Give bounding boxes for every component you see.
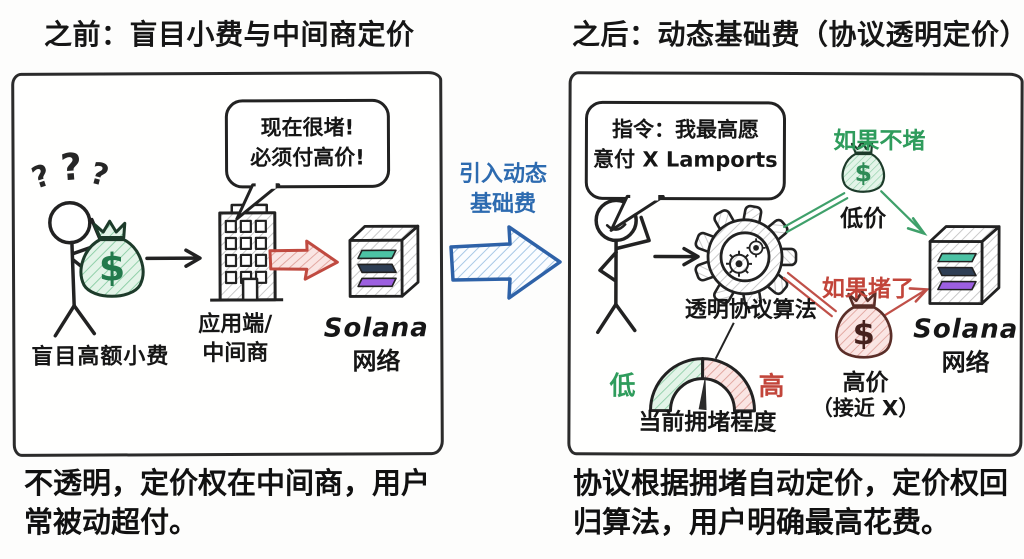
transition-label: 引入动态 基础费 [438,160,568,219]
solana-cube-icon [348,224,420,298]
user-instruction-quote: 指令：我最高愿 意付 X Lamports [586,114,784,176]
instruction-line2: 意付 X Lamports [593,147,778,173]
low-price-label: 低价 [840,206,887,233]
middleman-label-line2: 中间商 [202,340,269,366]
before-title: 之前：盲目小费与中间商定价 [44,18,415,51]
gauge-high-label: 高 [758,371,785,402]
solana-label-line2: 网络 [352,347,401,376]
transition-label-line1: 引入动态 [458,162,547,187]
middleman-label-line1: 应用端/ [198,311,273,338]
solana-network-label: Solana 网络 [321,312,431,377]
gauge-low-label: 低 [609,371,636,402]
arrow-user-to-algorithm-icon [653,246,700,267]
uncongested-path-lines [783,190,928,236]
uncongested-condition-label: 如果不堵 [833,128,926,155]
solana-network-label: Solana 网络 [911,313,1021,378]
algorithm-gear-icon [694,204,798,309]
dollar-sign: $ [853,314,875,352]
solana-cube-icon [928,225,1001,306]
after-footer-line2: 归算法，用户明确最高花费。 [573,505,951,540]
before-footer-line2: 常被动超付。 [24,505,199,540]
low-fee-bag-icon: $ [841,140,886,193]
middleman-quote-line2: 必须付高价! [250,145,365,171]
middleman-building-icon [210,203,284,302]
congested-condition-label: 如果堵了 [821,276,914,303]
after-footer: 协议根据拥堵自动定价，定价权回 归算法，用户明确最高花费。 [573,464,1023,543]
middleman-quote: 现在很堵! 必须付高价! [226,112,388,174]
money-bag-icon: $ [79,219,145,298]
arrow-user-to-middleman-icon [145,248,202,268]
solana-label-line2: 网络 [941,348,990,377]
solana-label-line1: Solana [323,313,429,344]
after-panel-drawing: $ $ [584,100,1001,413]
after-footer-line1: 协议根据拥堵自动定价，定价权回 [573,466,1009,500]
question-mark-icon: ? [59,144,84,190]
transition-arrow-icon [449,225,562,300]
algorithm-label: 透明协议算法 [684,297,817,324]
instruction-line1: 指令：我最高愿 [611,117,760,142]
gauge-to-gear-connector [714,322,735,360]
speech-bubble-shape [224,98,391,221]
instruction-bubble-shape [584,100,787,232]
before-footer: 不透明，定价权在中间商，用户 常被动超付。 [24,464,524,543]
high-fee-bag-icon: $ [835,289,893,359]
high-price-note: （接近 X） [811,396,920,421]
dollar-sign: $ [99,245,126,289]
before-panel: $ [11,71,444,457]
congested-path-lines [782,271,930,318]
transition-label-line2: 基础费 [469,191,536,217]
after-panel: $ $ [567,71,1024,457]
gauge-caption: 当前拥堵程度 [638,409,777,436]
after-title: 之后：动态基础费（协议透明定价） [572,18,1024,51]
middleman-label: 应用端/ 中间商 [175,311,295,369]
pay-high-arrow-icon [268,239,339,281]
blind-tip-caption: 盲目高额小费 [31,344,170,370]
solana-label-line1: Solana [913,314,1019,345]
congestion-gauge-icon [648,357,756,413]
before-panel-drawing: $ [48,98,420,338]
middleman-quote-line1: 现在很堵! [260,115,355,140]
dollar-sign: $ [855,158,873,187]
before-footer-line1: 不透明，定价权在中间商，用户 [24,466,431,500]
confused-user-icon [48,200,104,338]
